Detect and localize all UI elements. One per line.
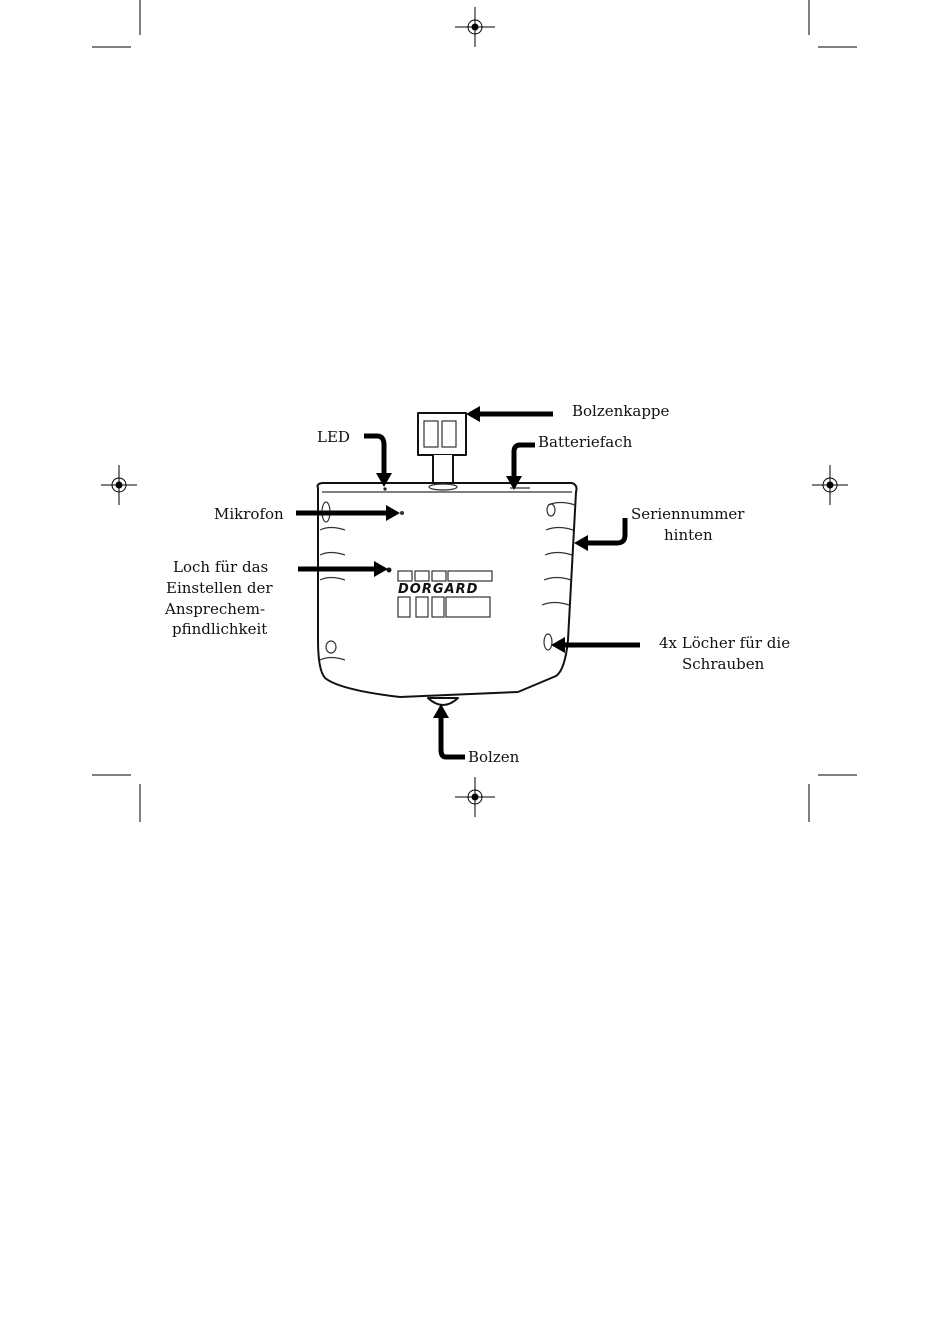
label-loch-1: Loch für das — [173, 558, 268, 576]
label-bolzen: Bolzen — [468, 748, 520, 766]
label-batteriefach: Batteriefach — [538, 433, 633, 451]
bolt-cap — [418, 413, 466, 490]
bolt-arrow — [433, 704, 465, 757]
bolt — [428, 698, 458, 705]
label-bolzenkappe: Bolzenkappe — [572, 402, 670, 420]
led-indicator — [383, 487, 386, 490]
label-loch-2: Einstellen der — [166, 579, 273, 597]
sensitivity-adjust-hole — [387, 568, 392, 573]
label-seriennummer-1: Seriennummer — [631, 505, 745, 523]
label-mikrofon: Mikrofon — [214, 505, 284, 523]
screw-holes-arrow — [551, 637, 640, 653]
label-seriennummer-2: hinten — [664, 526, 713, 544]
dorgard-device: DORGARD — [318, 413, 577, 705]
microphone-hole — [400, 511, 404, 515]
led-arrow — [364, 436, 392, 487]
label-loch-3: Ansprechem- — [164, 600, 265, 618]
bolt-cap-arrow — [466, 406, 553, 422]
registration-mark-left — [101, 465, 137, 505]
registration-mark-bottom — [455, 777, 495, 817]
label-schrauben-2: Schrauben — [682, 655, 765, 673]
label-led: LED — [317, 428, 350, 446]
logo-text: DORGARD — [398, 582, 478, 597]
serial-number-arrow — [574, 518, 625, 551]
label-schrauben-1: 4x Löcher für die — [659, 634, 790, 652]
registration-mark-top — [455, 7, 495, 47]
label-loch-4: pfindlichkeit — [172, 620, 267, 638]
registration-mark-right — [812, 465, 848, 505]
